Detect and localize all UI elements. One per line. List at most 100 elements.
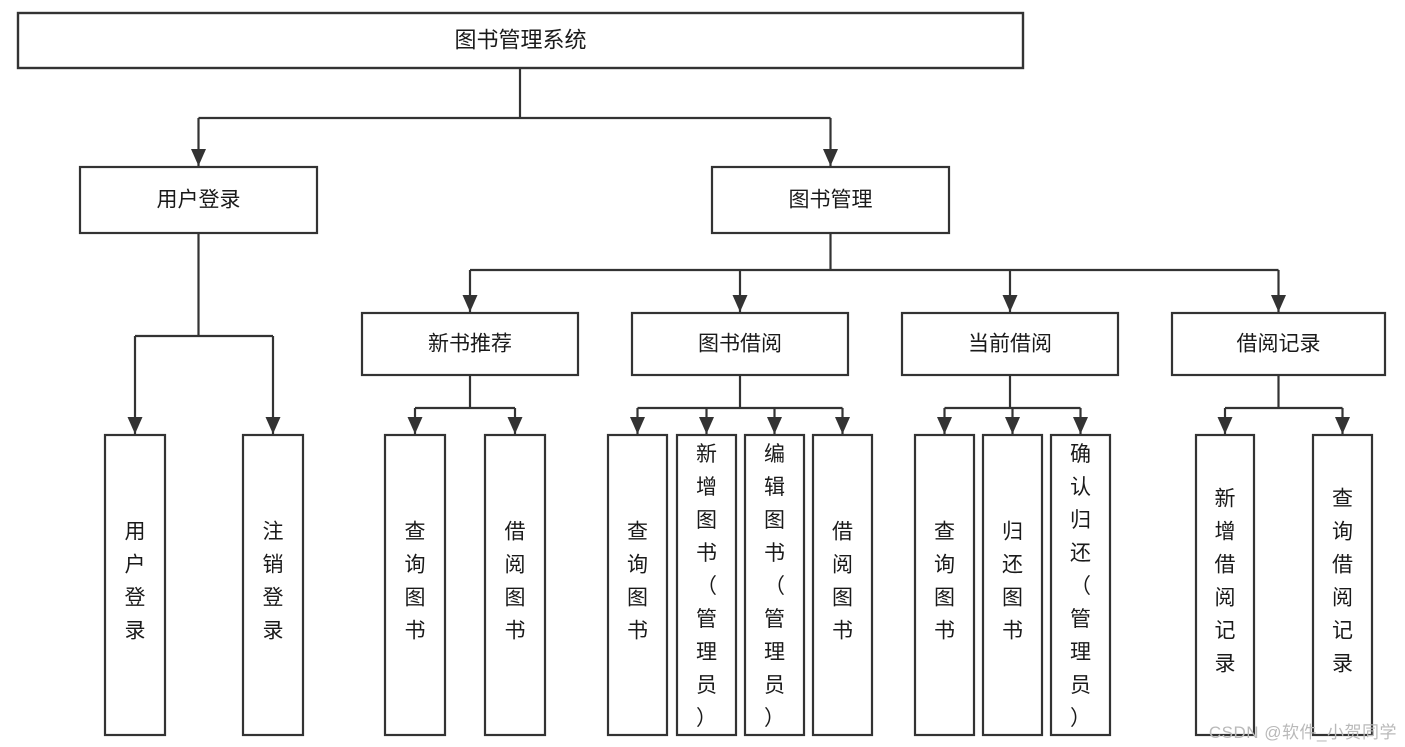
leaf-label-char: 还 xyxy=(1070,542,1091,565)
leaf-label-char: 理 xyxy=(764,641,785,664)
leaf-label-char: 阅 xyxy=(832,554,853,577)
arrow-to-current-borrow xyxy=(1002,295,1018,312)
node-borrow-record-label: 借阅记录 xyxy=(1237,333,1321,356)
node-book-manage[interactable] xyxy=(710,165,951,235)
leaf-label-char: 记 xyxy=(1215,620,1236,643)
node-new-book-recommend-label: 新书推荐 xyxy=(428,333,512,356)
arrow-to-leaf-query-borrow-record xyxy=(1335,417,1350,434)
node-leaf-query-book-borrow[interactable] xyxy=(606,433,669,737)
arrow-to-leaf-add-borrow-record xyxy=(1217,417,1233,434)
arrow-to-new-book-recommend xyxy=(462,295,478,312)
node-leaf-confirm-return-admin[interactable] xyxy=(1049,433,1112,737)
arrow-to-book-manage xyxy=(823,149,838,166)
leaf-label-char: ） xyxy=(764,707,785,730)
node-root-label: 图书管理系统 xyxy=(454,27,586,52)
leaf-label-char: ） xyxy=(1070,707,1091,730)
node-new-book-recommend[interactable] xyxy=(360,311,580,377)
leaf-label-char: 增 xyxy=(696,476,717,499)
leaf-label-char: 阅 xyxy=(505,554,526,577)
leaf-label-char: 询 xyxy=(1332,521,1353,544)
leaf-label-char: 书 xyxy=(405,620,426,643)
leaf-label-char: 用 xyxy=(125,521,146,544)
leaf-label-char: 阅 xyxy=(1332,587,1353,610)
leaf-label-char: 新 xyxy=(696,443,717,466)
arrow-to-leaf-edit-book-admin xyxy=(767,417,782,434)
arrow-to-book-borrow xyxy=(732,295,748,312)
leaf-label-char: 书 xyxy=(934,620,955,643)
leaf-label-char: 理 xyxy=(696,641,717,664)
leaf-label-char: 图 xyxy=(505,587,526,610)
node-current-borrow[interactable] xyxy=(900,311,1120,377)
leaf-label-char: 图 xyxy=(832,587,853,610)
leaf-label-char: 认 xyxy=(1070,476,1091,499)
leaf-label-char: 员 xyxy=(696,674,717,697)
leaf-label-char: 录 xyxy=(1215,653,1236,676)
arrow-to-leaf-borrow-book xyxy=(835,417,850,434)
leaf-label-char: 录 xyxy=(1332,653,1353,676)
arrow-to-leaf-borrow-book-rec xyxy=(507,417,523,434)
leaf-label-char: 录 xyxy=(263,620,284,643)
arrow-to-leaf-return-book xyxy=(1005,417,1020,434)
arrow-to-leaf-user-login xyxy=(127,417,143,434)
leaf-label-char: 理 xyxy=(1070,641,1091,664)
leaf-label-char: 图 xyxy=(627,587,648,610)
node-book-manage-label: 图书管理 xyxy=(789,189,873,212)
leaf-label-char: 员 xyxy=(764,674,785,697)
leaf-label-char: 借 xyxy=(1332,554,1353,577)
leaf-label-char: 销 xyxy=(263,554,284,577)
node-leaf-borrow-book-rec[interactable] xyxy=(483,433,547,737)
node-leaf-query-book-rec[interactable] xyxy=(383,433,447,737)
leaf-label-char: 书 xyxy=(627,620,648,643)
leaf-label-char: 图 xyxy=(696,509,717,532)
leaf-label-char: 新 xyxy=(1215,488,1236,511)
arrow-to-user-login xyxy=(191,149,206,166)
leaf-label-char: 查 xyxy=(627,521,648,544)
leaf-label-char: 询 xyxy=(934,554,955,577)
leaf-label-char: 询 xyxy=(405,554,426,577)
node-root[interactable] xyxy=(16,11,1025,70)
leaf-label-char: 确 xyxy=(1070,443,1091,466)
node-leaf-return-book[interactable] xyxy=(981,433,1044,737)
node-book-borrow[interactable] xyxy=(630,311,850,377)
leaf-label-char: 员 xyxy=(1070,674,1091,697)
leaf-label-char: 登 xyxy=(263,587,284,610)
node-leaf-query-book-current[interactable] xyxy=(913,433,976,737)
leaf-label-char: 阅 xyxy=(1215,587,1236,610)
node-leaf-add-borrow-record[interactable] xyxy=(1194,433,1256,737)
leaf-label-char: 书 xyxy=(764,542,785,565)
node-current-borrow-label: 当前借阅 xyxy=(968,333,1052,356)
node-leaf-add-book-admin[interactable] xyxy=(675,433,738,737)
leaf-label-char: 管 xyxy=(764,608,785,631)
node-book-borrow-label: 图书借阅 xyxy=(698,333,782,356)
label-layer: 图书管理系统用户登录图书管理新书推荐图书借阅当前借阅借阅记录用户登录注销登录查询… xyxy=(125,27,1354,730)
leaf-label-char: 书 xyxy=(505,620,526,643)
leaf-label-char: （ xyxy=(1070,575,1091,598)
node-leaf-logout[interactable] xyxy=(241,433,305,737)
node-leaf-borrow-book[interactable] xyxy=(811,433,874,737)
leaf-label-char: 记 xyxy=(1332,620,1353,643)
node-user-login[interactable] xyxy=(78,165,319,235)
node-borrow-record[interactable] xyxy=(1170,311,1387,377)
arrow-to-leaf-query-book-borrow xyxy=(630,417,645,434)
leaf-label-char: 查 xyxy=(1332,488,1353,511)
leaf-label-char: 书 xyxy=(832,620,853,643)
node-leaf-edit-book-admin[interactable] xyxy=(743,433,806,737)
leaf-label-char: 登 xyxy=(125,587,146,610)
leaf-label-char: 查 xyxy=(405,521,426,544)
leaf-label-char: 借 xyxy=(1215,554,1236,577)
node-leaf-user-login[interactable] xyxy=(103,433,167,737)
leaf-label-char: 图 xyxy=(934,587,955,610)
node-leaf-query-borrow-record[interactable] xyxy=(1311,433,1374,737)
arrow-to-leaf-query-book-rec xyxy=(407,417,423,434)
leaf-label-char: 借 xyxy=(832,521,853,544)
